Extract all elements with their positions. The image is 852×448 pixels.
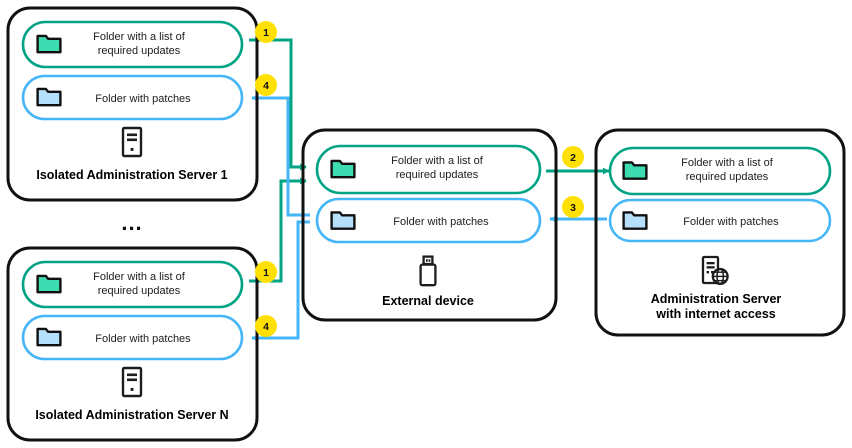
- folder-label-line-1: Folder with a list of: [391, 155, 484, 167]
- node-external-device[interactable]: Folder with a list of required updates F…: [301, 128, 558, 322]
- step-badge-label: 4: [263, 321, 269, 333]
- step-badges-layer: 1 4 1 4 2 3: [255, 21, 584, 337]
- folder-label-line-1: Folder with a list of: [681, 157, 774, 169]
- step-badge-label: 1: [263, 267, 269, 279]
- folder-blue-icon: [36, 327, 62, 347]
- node-title: External device: [382, 294, 474, 308]
- folder-label-line-2: required updates: [396, 169, 479, 181]
- folder-label: Folder with patches: [683, 216, 779, 228]
- folder-row-updates[interactable]: Folder with a list of required updates: [315, 144, 542, 195]
- node-isolated-server-1[interactable]: Folder with a list of required updates F…: [6, 6, 259, 202]
- step-badge-label: 3: [570, 202, 576, 214]
- connector-step-4-top: [251, 94, 310, 217]
- folder-row-patches[interactable]: Folder with patches: [315, 197, 542, 244]
- folder-label: Folder with patches: [95, 93, 191, 105]
- folder-label-line-2: required updates: [98, 45, 181, 57]
- folder-label-line-2: required updates: [98, 285, 181, 297]
- folder-label-line-1: Folder with a list of: [93, 271, 186, 283]
- folder-row-updates[interactable]: Folder with a list of required updates: [21, 20, 244, 69]
- folder-row-patches[interactable]: Folder with patches: [21, 314, 244, 361]
- step-badge-1-bottom[interactable]: 1: [255, 261, 277, 283]
- step-badge-3[interactable]: 3: [562, 196, 584, 218]
- node-internet-server[interactable]: Folder with a list of required updates F…: [594, 128, 846, 337]
- folder-green-icon: [36, 34, 62, 54]
- folder-label: Folder with patches: [393, 216, 489, 228]
- folder-row-patches[interactable]: Folder with patches: [608, 198, 832, 243]
- step-badge-label: 4: [263, 80, 269, 92]
- folder-green-icon: [330, 159, 356, 179]
- node-title-line-1: Administration Server: [651, 292, 782, 306]
- folder-blue-icon: [622, 211, 648, 230]
- node-title: Isolated Administration Server 1: [36, 168, 227, 182]
- folder-blue-icon: [36, 87, 62, 107]
- step-badge-4-bottom[interactable]: 4: [255, 315, 277, 337]
- folder-row-patches[interactable]: Folder with patches: [21, 74, 244, 121]
- folder-green-icon: [36, 274, 62, 294]
- node-title-line-2: with internet access: [655, 307, 776, 321]
- step-badge-label: 2: [570, 152, 576, 164]
- folder-row-updates[interactable]: Folder with a list of required updates: [21, 260, 244, 309]
- node-isolated-server-n[interactable]: Folder with a list of required updates F…: [6, 246, 259, 442]
- step-badge-1-top[interactable]: 1: [255, 21, 277, 43]
- folder-label: Folder with patches: [95, 333, 191, 345]
- folder-green-icon: [622, 161, 648, 180]
- step-badge-2[interactable]: 2: [562, 146, 584, 168]
- folder-blue-icon: [330, 211, 356, 230]
- step-badge-4-top[interactable]: 4: [255, 74, 277, 96]
- folder-row-updates[interactable]: Folder with a list of required updates: [608, 146, 832, 196]
- step-badge-label: 1: [263, 27, 269, 39]
- node-title: Isolated Administration Server N: [35, 408, 228, 422]
- folder-label-line-1: Folder with a list of: [93, 31, 186, 43]
- ellipsis-separator: ...: [121, 210, 142, 235]
- folder-label-line-2: required updates: [686, 171, 769, 183]
